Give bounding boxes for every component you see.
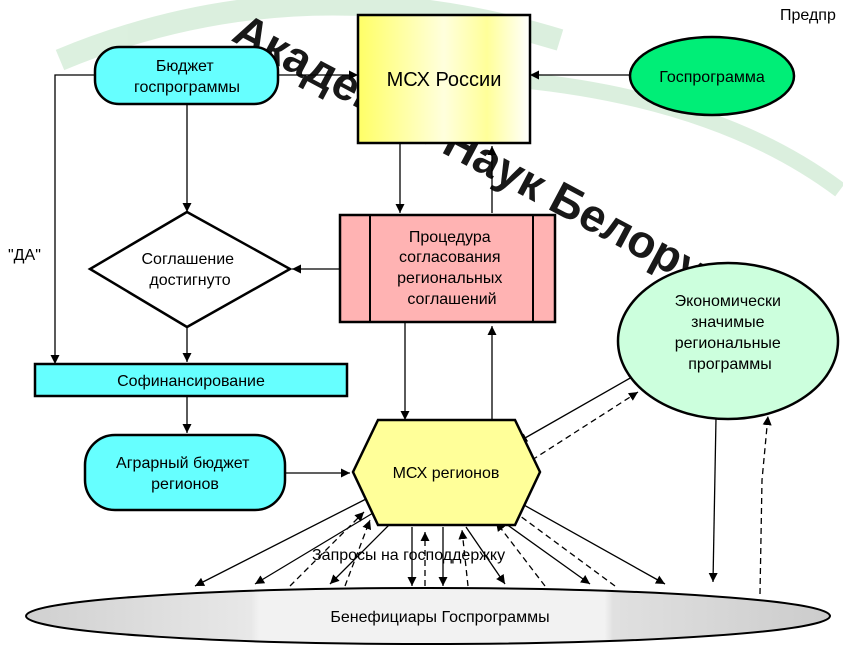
gosprogram-node: Госпрограмма: [628, 35, 796, 117]
edge-regions-to-beneficiaries: [194, 497, 369, 587]
econ-programs-node: Экономически значимые региональные прогр…: [616, 261, 840, 421]
econ-label-line3: региональные: [675, 335, 781, 352]
edge-beneficiaries-to-regions-dashed: [289, 511, 365, 587]
edge-beneficiaries-to-econ-dashed: [759, 415, 772, 595]
edge-econ-to-beneficiaries: [708, 417, 718, 583]
procedure-label-line1: Процедура: [409, 229, 491, 246]
agreement-label-line2: достигнуто: [149, 272, 230, 289]
econ-label-line4: программы: [688, 356, 772, 373]
edge-beneficiaries-to-regions-dashed: [344, 519, 372, 587]
requests-label: Запросы на господдержку: [312, 547, 505, 564]
msh-russia-node: МСХ России: [356, 13, 532, 145]
edge-regions-to-beneficiaries: [465, 526, 506, 585]
svg-text:Аграрный бюджет регионов: Аграрный бюджет регионов: [116, 455, 254, 493]
msh-russia-label: МСХ России: [387, 69, 502, 91]
econ-label-line1: Экономически: [675, 293, 781, 310]
agrarian-label-line2: регионов: [151, 476, 219, 493]
agreement-label-line1: Соглашение: [141, 251, 234, 268]
svg-text:Соглашение достигнуто: Соглашение достигнуто: [141, 251, 238, 289]
agrarian-label-line1: Аграрный бюджет: [116, 455, 250, 472]
edge-regions-to-beneficiaries: [494, 515, 591, 585]
edge-regions-to-beneficiaries: [254, 509, 379, 585]
budget-label-line2: госпрограммы: [134, 79, 240, 96]
procedure-label-line3: региональных: [397, 270, 502, 287]
edge-beneficiaries-to-regions-dashed: [511, 509, 616, 587]
beneficiaries-node: Бенефициары Госпрограммы: [25, 587, 831, 645]
budget-node: Бюджет госпрограммы: [93, 45, 280, 106]
gosprogram-label: Госпрограмма: [659, 69, 765, 86]
budget-label-line1: Бюджет: [156, 58, 215, 75]
yes-label: "ДА": [8, 247, 41, 264]
edge-beneficiaries-to-regions-dashed: [495, 521, 546, 587]
msh-regions-label: МСХ регионов: [393, 465, 500, 482]
edge-regions-to-beneficiaries: [514, 499, 666, 585]
procedure-node: Процедура согласования региональных согл…: [338, 213, 557, 324]
cofinancing-node: Софинансирование: [33, 362, 349, 398]
agrarian-budget-node: Аграрный бюджет регионов: [83, 433, 287, 512]
edge-regions-to-econ-dashed: [531, 391, 639, 461]
procedure-label-line2: согласования: [399, 249, 501, 266]
edges: [50, 70, 772, 595]
edge-econ-to-regions: [517, 376, 633, 443]
top-right-fragment: Предпр: [780, 7, 836, 24]
svg-text:Процедура согласования: Процедура согласования региональных согл…: [397, 229, 507, 308]
beneficiaries-label: Бенефициары Госпрограммы: [330, 609, 549, 626]
svg-text:Экономически значимые: Экономически значимые региональные прогр…: [675, 293, 786, 373]
edge-regions-to-beneficiaries: [329, 521, 393, 585]
svg-text:Бюджет госпрограммы: Бюджет госпрограммы: [134, 58, 240, 96]
edge-budget-yes-to-cofinancing: [50, 74, 95, 364]
msh-regions-node: МСХ регионов: [351, 418, 542, 527]
agreement-node: Соглашение достигнуто: [87, 210, 293, 329]
cofinancing-label: Софинансирование: [117, 373, 265, 390]
econ-label-line2: значимые: [691, 314, 764, 331]
procedure-label-line4: соглашений: [407, 291, 496, 308]
